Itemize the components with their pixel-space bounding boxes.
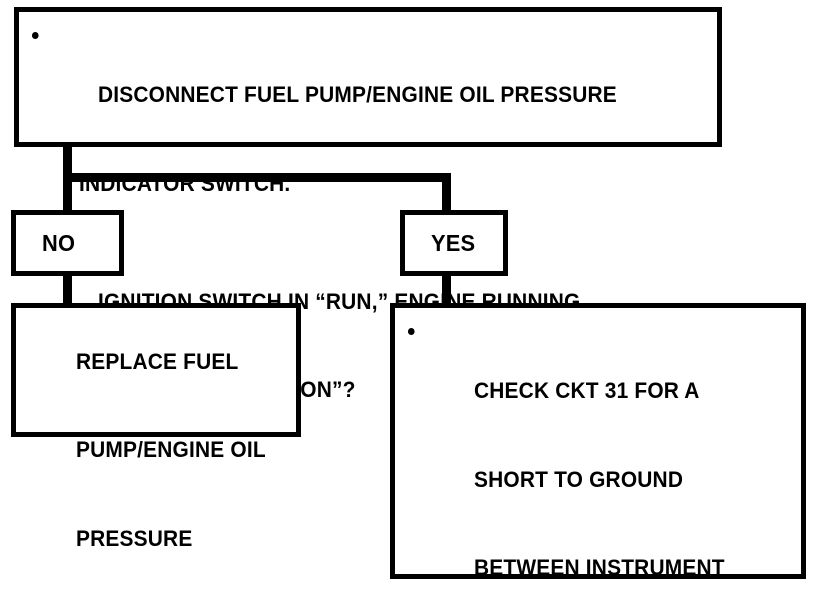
question-box: DISCONNECT FUEL PUMP/ENGINE OIL PRESSURE… bbox=[14, 7, 722, 402]
action-box-no-content: REPLACE FUEL PUMP/ENGINE OIL PRESSURE IN… bbox=[16, 308, 296, 551]
action-line: PRESSURE bbox=[28, 494, 273, 583]
action-box-yes: CHECK CKT 31 FOR A SHORT TO GROUND BETWE… bbox=[390, 303, 806, 580]
branch-label-yes-text: YES bbox=[430, 230, 475, 256]
action-box-no: REPLACE FUEL PUMP/ENGINE OIL PRESSURE IN… bbox=[11, 303, 301, 551]
action-line-text: BETWEEN INSTRUMENT bbox=[473, 555, 725, 580]
connector-split-to-no bbox=[63, 173, 72, 211]
action-line: PUMP/ENGINE OIL bbox=[28, 406, 273, 495]
connector-split-to-yes bbox=[442, 173, 451, 211]
branch-label-no: NO bbox=[11, 210, 124, 276]
branch-label-no-text: NO bbox=[42, 230, 76, 256]
connector-no-to-action bbox=[63, 272, 72, 306]
connector-question-to-split bbox=[63, 146, 72, 182]
bullet-icon bbox=[407, 328, 415, 335]
action-line: CHECK CKT 31 FOR A bbox=[407, 317, 772, 435]
action-line-text: CHECK CKT 31 FOR A bbox=[473, 378, 700, 403]
action-line: REPLACE FUEL bbox=[28, 317, 273, 406]
question-line: DISCONNECT FUEL PUMP/ENGINE OIL PRESSURE bbox=[31, 21, 673, 139]
connector-split-horizontal bbox=[63, 173, 451, 182]
action-line: INDICATOR SWITCH. bbox=[28, 583, 273, 592]
branch-label-yes: YES bbox=[400, 210, 508, 276]
question-line-text: INDICATOR SWITCH. bbox=[78, 170, 291, 196]
branch-label-yes-content: YES bbox=[405, 215, 503, 271]
action-line-text: PRESSURE bbox=[75, 525, 193, 551]
action-line-text: PUMP/ENGINE OIL bbox=[75, 437, 266, 462]
bullet-icon bbox=[31, 32, 39, 39]
action-line: SHORT TO GROUND bbox=[407, 435, 772, 524]
action-box-yes-content: CHECK CKT 31 FOR A SHORT TO GROUND BETWE… bbox=[395, 308, 801, 580]
connector-yes-to-action bbox=[442, 272, 451, 306]
action-line-text: SHORT TO GROUND bbox=[473, 466, 684, 492]
question-line-text: DISCONNECT FUEL PUMP/ENGINE OIL PRESSURE bbox=[97, 82, 617, 107]
branch-label-no-content: NO bbox=[16, 215, 119, 271]
action-line: BETWEEN INSTRUMENT bbox=[407, 524, 772, 592]
action-line-text: REPLACE FUEL bbox=[75, 348, 239, 374]
question-line: INDICATOR SWITCH. bbox=[31, 139, 673, 228]
question-box-content: DISCONNECT FUEL PUMP/ENGINE OIL PRESSURE… bbox=[19, 12, 717, 402]
